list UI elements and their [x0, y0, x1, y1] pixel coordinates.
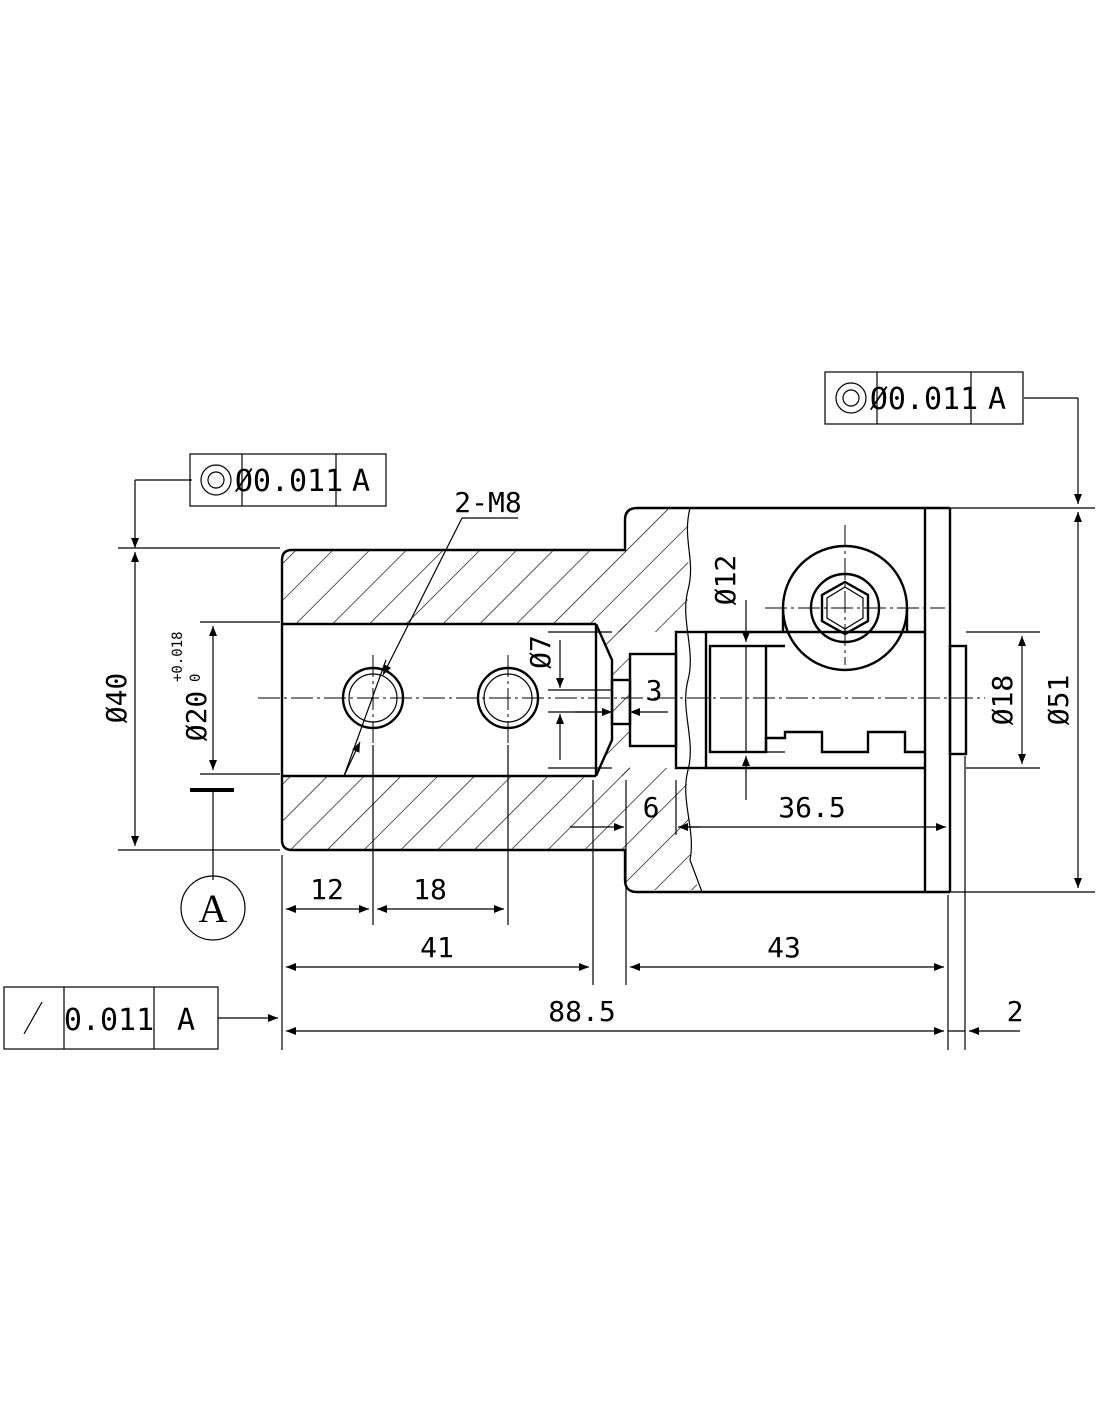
- dim-6: 6: [643, 791, 660, 824]
- dim-2: 2: [1007, 995, 1024, 1028]
- tolerance-datum: A: [988, 382, 1006, 417]
- dim-d20-lower-tol: 0: [188, 674, 204, 682]
- dim-3: 3: [646, 674, 663, 707]
- dim-d18: Ø18: [986, 675, 1019, 726]
- dim-d20: Ø20 +0.018 0: [170, 631, 213, 741]
- dim-d20-upper-tol: +0.018: [170, 631, 186, 682]
- dim-d7: Ø7: [524, 635, 557, 669]
- runout-icon: [23, 1001, 43, 1035]
- dim-d51: Ø51: [1042, 675, 1075, 726]
- thread-callout: 2-M8: [454, 486, 521, 519]
- concentricity-icon: [835, 382, 867, 414]
- dim-43: 43: [767, 931, 801, 964]
- tolerance-datum: A: [177, 1003, 195, 1038]
- datum-symbol: A: [180, 788, 246, 941]
- svg-text:Ø20: Ø20: [180, 691, 213, 742]
- tolerance-value: Ø0.011: [870, 382, 978, 417]
- center-lines: [258, 525, 985, 745]
- dim-36-5: 36.5: [778, 791, 845, 824]
- dim-18: 18: [413, 873, 447, 906]
- tolerance-value: 0.011: [64, 1003, 154, 1038]
- concentricity-icon: [200, 464, 232, 496]
- tolerance-frame-left: Ø0.011 A: [189, 453, 387, 507]
- section-hatching: [282, 508, 700, 890]
- tolerance-value: Ø0.011: [235, 464, 343, 499]
- dimension-lines: [131, 397, 1082, 1035]
- extension-lines: [118, 507, 1095, 1050]
- dim-d12: Ø12: [709, 555, 742, 606]
- datum-label: A: [199, 886, 228, 931]
- dim-d40: Ø40: [100, 673, 133, 724]
- tolerance-frame-right: Ø0.011 A: [824, 371, 1024, 425]
- dim-41: 41: [420, 931, 454, 964]
- dim-12: 12: [310, 873, 344, 906]
- dimension-labels: 2-M8 Ø40 Ø20 +0.018 0 Ø7 3 Ø12 Ø18 Ø51 6…: [100, 486, 1075, 1028]
- tolerance-frame-bottom: 0.011 A: [3, 986, 219, 1050]
- dim-88-5: 88.5: [548, 995, 615, 1028]
- tolerance-datum: A: [352, 464, 370, 499]
